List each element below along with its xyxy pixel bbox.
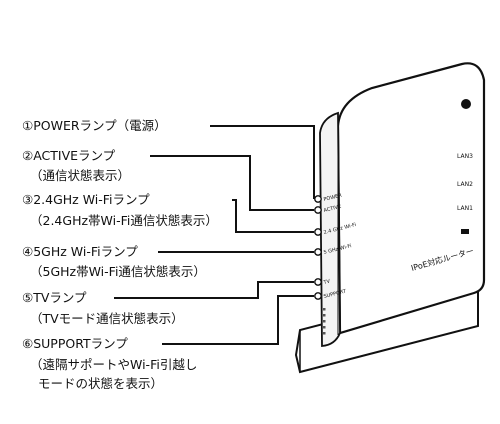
lamp-support-icon	[314, 292, 322, 300]
callout-2-4ghz-desc: （2.4GHz帯Wi-Fi通信状態表示）	[30, 213, 218, 228]
leader-line-2-4ghz	[232, 199, 314, 233]
side-label-lan3: LAN3	[457, 153, 473, 160]
callout-2-4ghz-title: ③2.4GHz Wi-Fiランプ	[22, 192, 150, 207]
callout-support-desc-2: モードの状態を表示）	[38, 376, 164, 391]
leader-line-power	[210, 125, 315, 199]
lamp-active-label: ACTIVE	[323, 204, 342, 214]
vent-dot-icon	[323, 332, 326, 335]
leader-line-tv	[114, 281, 314, 299]
lamp-tv-icon	[314, 278, 322, 286]
router-body	[336, 62, 486, 335]
vent-dot-icon	[323, 308, 326, 311]
callout-support-title: ⑥SUPPORTランプ	[22, 336, 128, 351]
callout-5ghz-desc: （5GHz帯Wi-Fi通信状態表示）	[30, 264, 206, 279]
callout-5ghz-title: ④5GHz Wi-Fiランプ	[22, 244, 138, 259]
leader-line-active	[150, 155, 314, 211]
lamp-5ghz-icon	[314, 248, 322, 256]
vent-dot-icon	[323, 326, 326, 329]
callout-power-title: ①POWERランプ（電源）	[22, 118, 167, 133]
leader-lines	[114, 125, 315, 345]
callout-tv-title: ⑤TVランプ	[22, 290, 87, 305]
lamp-group	[314, 195, 326, 335]
callout-active-desc: （通信状態表示）	[30, 168, 131, 183]
brand-logo-icon	[461, 99, 471, 109]
leader-line-support	[162, 295, 314, 345]
lamp-2-4ghz-icon	[314, 228, 322, 236]
router-front-face	[319, 111, 341, 347]
lamp-active-icon	[314, 206, 322, 214]
callout-support-desc-1: （遠隔サポートやWi-Fi引越し	[30, 357, 198, 372]
vent-dot-icon	[323, 314, 326, 317]
lamp-tv-label: TV	[322, 278, 331, 286]
side-label-lan1: LAN1	[457, 205, 473, 212]
callout-active-title: ②ACTIVEランプ	[22, 148, 116, 163]
lamp-support-label: SUPPORT	[323, 288, 348, 300]
lamp-power-icon	[314, 195, 322, 203]
side-label-lan2: LAN2	[457, 181, 473, 188]
vent-dot-icon	[323, 320, 326, 323]
callout-tv-desc: （TVモード通信状態表示）	[30, 311, 184, 326]
lamp-power-label: POWER	[323, 193, 343, 203]
port-indicator-icon	[461, 229, 469, 234]
